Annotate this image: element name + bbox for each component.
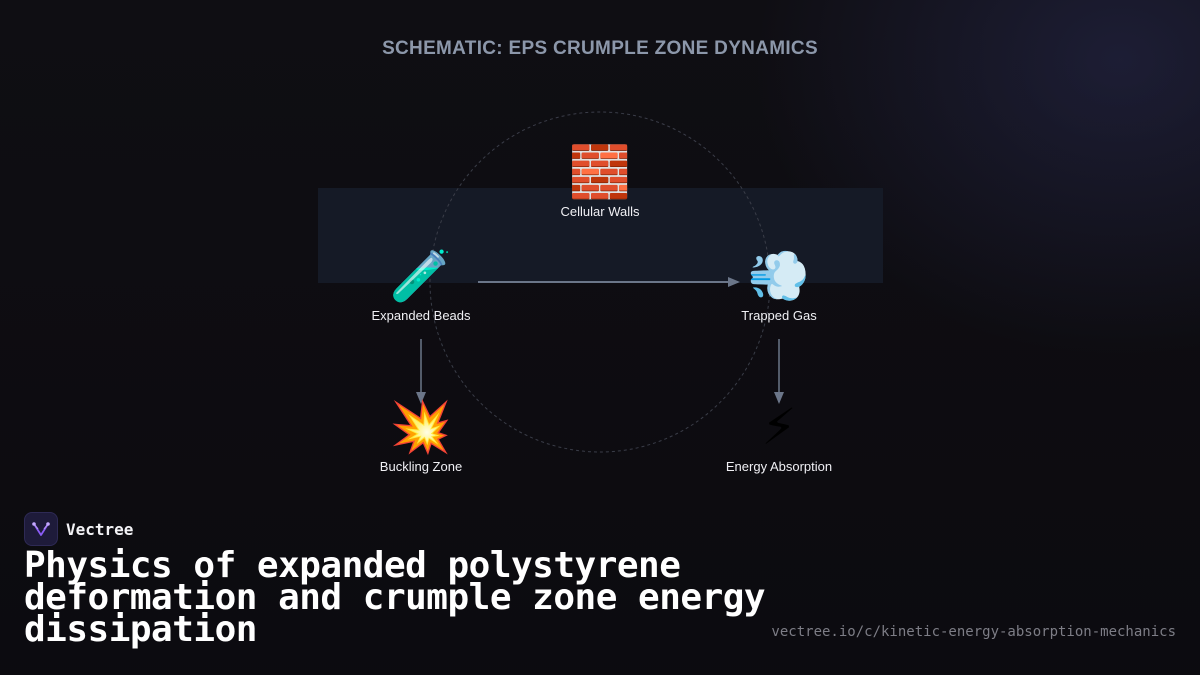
vectree-logo-icon bbox=[24, 512, 58, 546]
brand-name: Vectree bbox=[66, 519, 134, 539]
brand[interactable]: Vectree bbox=[24, 512, 133, 546]
node-cellular-walls: 🧱 Cellular Walls bbox=[561, 144, 640, 219]
brick-icon: 🧱 bbox=[568, 143, 632, 201]
test-tube-icon: 🧪 bbox=[389, 247, 453, 305]
node-label: Trapped Gas bbox=[741, 308, 817, 323]
node-label: Energy Absorption bbox=[725, 459, 833, 474]
highlight-band bbox=[318, 188, 883, 283]
lightning-icon: ⚡ bbox=[761, 398, 797, 456]
node-trapped-gas: 💨 Trapped Gas bbox=[741, 248, 816, 323]
node-label: Buckling Zone bbox=[379, 459, 463, 474]
dashing-air-icon: 💨 bbox=[747, 247, 811, 305]
guide-ring bbox=[429, 111, 771, 453]
node-buckling-zone: 💥 Buckling Zone bbox=[380, 399, 462, 474]
node-label: Cellular Walls bbox=[560, 204, 640, 219]
headline: Physics of expanded polystyrene deformat… bbox=[24, 545, 766, 650]
source-url[interactable]: vectree.io/c/kinetic-energy-absorption-m… bbox=[771, 624, 1176, 640]
node-expanded-beads: 🧪 Expanded Beads bbox=[371, 248, 470, 323]
node-energy-absorption: ⚡ Energy Absorption bbox=[726, 399, 832, 474]
diagram-title: SCHEMATIC: EPS CRUMPLE ZONE DYNAMICS bbox=[382, 38, 818, 59]
collision-icon: 💥 bbox=[389, 398, 453, 456]
node-label: Expanded Beads bbox=[371, 308, 471, 323]
